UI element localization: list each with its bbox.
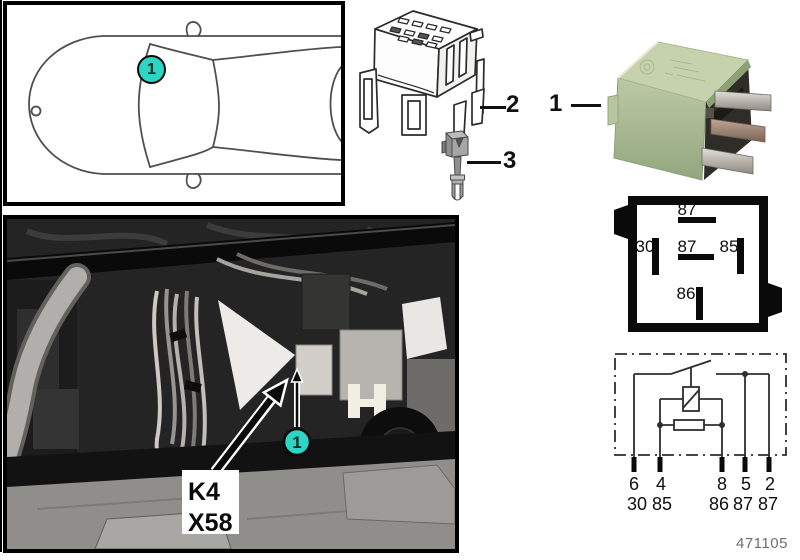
resistor-symbol: [673, 419, 705, 431]
leader-line-socket: [480, 106, 506, 109]
relay-circuit-schematic: 6 4 8 5 2 30 85 86 87 87: [614, 353, 787, 514]
photo-callout-badge[interactable]: 1: [282, 427, 312, 457]
relay-callout-number[interactable]: 1: [549, 90, 563, 117]
terminal-circuit-87a: 87: [733, 494, 753, 514]
location-photo-panel: K4 X58 1: [0, 215, 459, 553]
terminal-circuit-85: 85: [652, 494, 672, 514]
bar-85: [737, 238, 744, 274]
relay-pin-1: [714, 90, 772, 112]
bar-30: [652, 238, 659, 275]
pin-diagram-key-right: [768, 283, 782, 317]
bar-86: [696, 287, 703, 320]
bright-bracket: [218, 300, 295, 410]
pin-label-bottom: 86: [677, 284, 696, 303]
relay-side-tab: [607, 94, 619, 126]
roof-line-bottom: [212, 146, 342, 161]
relay-embossed-markings: [639, 59, 706, 82]
bar-87-center: [678, 254, 714, 260]
terminal-pin-illustration: [441, 130, 469, 201]
pin-label-right: 85: [720, 237, 739, 256]
socket-leg-right-outer: [471, 88, 485, 126]
pin-diagram-key-left: [614, 205, 628, 239]
schematic-boundary: [614, 353, 787, 456]
terminal-stubs: [631, 457, 772, 472]
relay-photo: [607, 41, 772, 181]
car-front-detail: [30, 105, 42, 117]
terminal-circuit-87b: 87: [758, 494, 778, 514]
terminal-pin-5: 5: [741, 474, 751, 494]
bar-87-top: [678, 217, 716, 223]
mirror-bottom: [185, 173, 202, 189]
terminal-pin-2: 2: [765, 474, 775, 494]
socket-callout-number[interactable]: 2: [506, 91, 520, 118]
leader-line-relay: [571, 104, 601, 107]
car-body-outline: [28, 35, 342, 175]
location-photo: K4 X58 1: [0, 219, 456, 550]
terminal-pin-6: 6: [629, 474, 639, 494]
relay-pin-2: [710, 118, 766, 143]
car-callout-badge[interactable]: 1: [137, 55, 166, 84]
photo-callout-number: 1: [292, 433, 301, 452]
car-callout-number: 1: [147, 60, 156, 78]
pin-label-top: 87: [678, 200, 697, 219]
relay-pin-3: [701, 147, 754, 175]
terminal-circuit-30: 30: [627, 494, 647, 514]
socket-channel-2: [458, 37, 468, 78]
rear-window-edge: [329, 66, 342, 142]
terminal-pin-8: 8: [717, 474, 727, 494]
relay-code-label: K4: [188, 478, 220, 506]
socket-clip-top: [469, 28, 484, 42]
pin-label-left: 30: [636, 237, 655, 256]
relay-pin-diagram: 87 30 87 85 86: [614, 196, 782, 332]
roof-line-top: [212, 46, 342, 61]
hose: [0, 263, 91, 485]
roof-front-edge: [212, 59, 220, 148]
relay-in-photo: [295, 344, 333, 396]
doc-number: 471105: [736, 535, 788, 552]
windshield-top-edge: [149, 43, 214, 61]
leader-line-terminal: [467, 161, 501, 164]
big-arrow: [210, 377, 289, 476]
terminal-callout-number[interactable]: 3: [503, 147, 517, 174]
cross-beam: [7, 222, 455, 280]
car-top-view-drawing: [28, 21, 342, 189]
terminal-pin-4: 4: [656, 474, 666, 494]
relay-socket-illustration: [359, 10, 485, 138]
wiring-harness: [152, 252, 388, 477]
mirror-top: [185, 21, 202, 37]
terminal-circuit-86: 86: [709, 494, 729, 514]
connector-code-label: X58: [188, 509, 233, 537]
pin-label-center: 87: [678, 237, 697, 256]
page-frame-line: [0, 0, 2, 552]
thin-arrow: [290, 367, 304, 427]
component-label-box: [182, 470, 239, 534]
car-overview-panel: 1: [3, 1, 345, 206]
windshield-bottom-edge: [149, 146, 214, 168]
socket-channel-1: [445, 44, 455, 86]
